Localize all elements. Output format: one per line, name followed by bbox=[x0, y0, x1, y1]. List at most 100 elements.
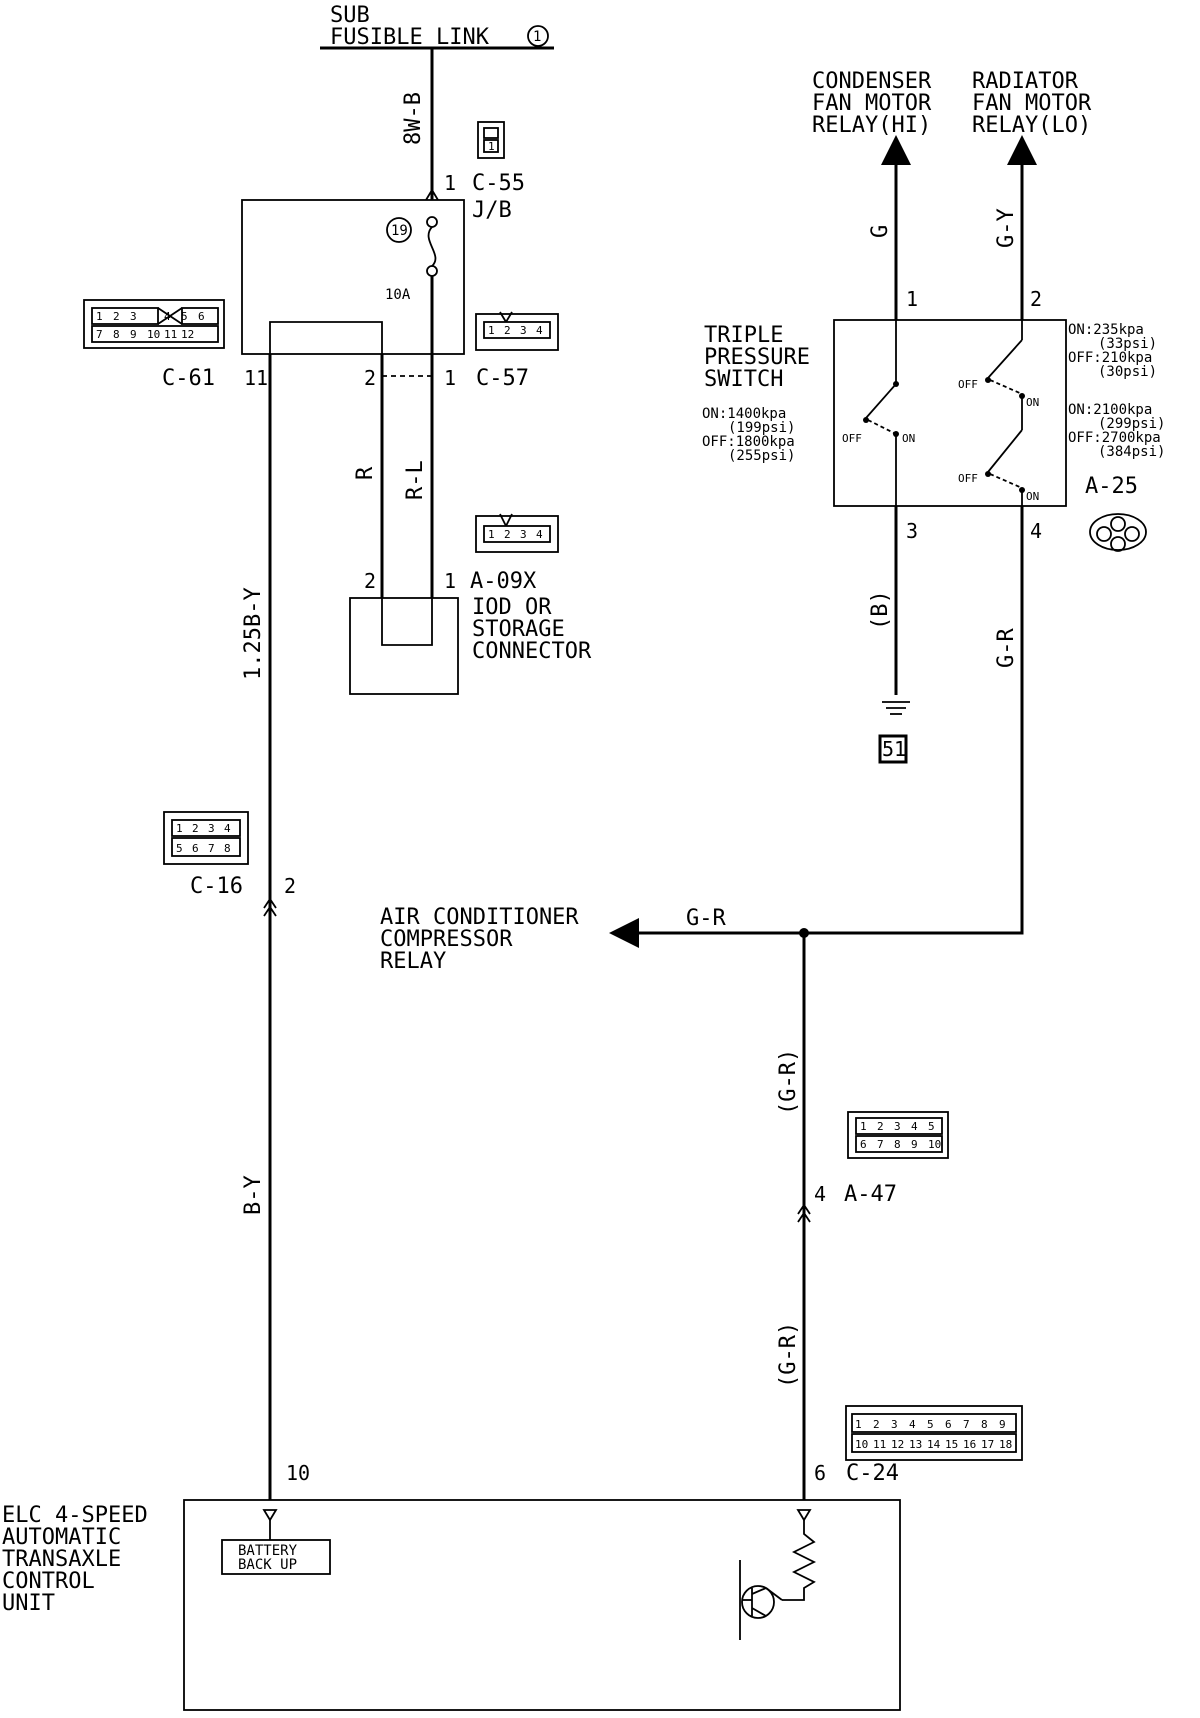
connector-icon-c16 bbox=[163, 811, 249, 865]
a47-label: A-47 bbox=[844, 1182, 897, 1207]
connector-cell-a47: 4 bbox=[911, 1120, 918, 1133]
high-pressure-contacts: OFF ON OFF ON bbox=[958, 320, 1039, 506]
connector-cell-c24: 11 bbox=[873, 1438, 886, 1451]
junction-block bbox=[241, 199, 465, 355]
c16-pin: 2 bbox=[284, 874, 296, 898]
connector-cell-a47: 9 bbox=[911, 1138, 918, 1151]
connector-cell-c24: 18 bbox=[999, 1438, 1012, 1451]
wire-label-r-l: R-L bbox=[403, 460, 428, 500]
c57-pin-b: 1 bbox=[444, 366, 456, 390]
a47-pin: 4 bbox=[814, 1182, 826, 1206]
connector-cell-a47: 1 bbox=[860, 1120, 867, 1133]
connector-cell-c24: 16 bbox=[963, 1438, 976, 1451]
c55-label: C-55 bbox=[472, 171, 525, 196]
low-pressure-spec: ON:1400kpa (199psi) OFF:1800kpa (255psi) bbox=[702, 406, 795, 464]
transaxle-control-unit bbox=[183, 1499, 901, 1711]
iod-jumper bbox=[381, 598, 433, 646]
wire-label-ac-relay: G-R bbox=[686, 906, 726, 931]
svg-text:PRESSURE: PRESSURE bbox=[704, 345, 810, 370]
svg-text:(299psi): (299psi) bbox=[1098, 416, 1165, 432]
connector-cell-c61: 11 bbox=[164, 328, 177, 341]
connector-cell-c24: 7 bbox=[963, 1418, 970, 1431]
c61-pin: 11 bbox=[244, 366, 268, 390]
connector-cell-c24: 4 bbox=[909, 1418, 916, 1431]
wire-label-1-25b-y: 1.25B-Y bbox=[241, 587, 266, 680]
sub-fusible-link-line1: SUB bbox=[330, 3, 370, 28]
fusible-link-number-circle bbox=[527, 25, 549, 47]
high-pressure-spec-2: ON:2100kpa (299psi) OFF:2700kpa (384psi) bbox=[1068, 402, 1165, 460]
wire-label-r: R bbox=[353, 466, 378, 480]
connector-cell-c24: 15 bbox=[945, 1438, 958, 1451]
connector-cell-c24: 9 bbox=[999, 1418, 1006, 1431]
a47-pin-mark bbox=[797, 1203, 811, 1223]
connector-icon-c55: 1 bbox=[477, 121, 505, 159]
svg-text:OFF: OFF bbox=[958, 472, 978, 485]
c16-pin-mark bbox=[263, 897, 277, 917]
connector-cell-c16: 8 bbox=[224, 842, 231, 855]
connector-cell-c61: 1 bbox=[96, 310, 103, 323]
connector-cell-c61: 12 bbox=[181, 328, 194, 341]
connector-cell-c24: 14 bbox=[927, 1438, 941, 1451]
connector-cell-a47: 7 bbox=[877, 1138, 884, 1151]
svg-text:AUTOMATIC: AUTOMATIC bbox=[2, 1525, 121, 1550]
connector-cell-c61: 6 bbox=[198, 310, 205, 323]
wire-switch-g-r bbox=[804, 506, 1024, 935]
fuse-number: 19 bbox=[391, 223, 408, 239]
ecu-transistor bbox=[741, 1585, 775, 1619]
c55-pin-mark bbox=[425, 188, 439, 201]
svg-text:(33psi): (33psi) bbox=[1098, 336, 1157, 352]
a25-pin-1: 1 bbox=[906, 287, 918, 311]
connector-cell-c16: 6 bbox=[192, 842, 199, 855]
ecu-pin-6-mark bbox=[796, 1509, 812, 1522]
c24-pin-a: 10 bbox=[286, 1461, 310, 1485]
fusible-link-number: 1 bbox=[533, 29, 541, 45]
iod-line1: IOD OR bbox=[472, 595, 552, 620]
c55-pin: 1 bbox=[444, 171, 456, 195]
connector-icon-a25 bbox=[1089, 513, 1147, 552]
wire-label-ecu-in-1: (G-R) bbox=[776, 1049, 801, 1115]
svg-text:OFF:2700kpa: OFF:2700kpa bbox=[1068, 430, 1161, 446]
jb-internal-jumper bbox=[269, 321, 383, 354]
connector-cell-a09x: 4 bbox=[536, 528, 543, 541]
svg-text:CONDENSER: CONDENSER bbox=[812, 69, 932, 94]
fuse-19: 19 10A bbox=[385, 216, 438, 354]
svg-text:FAN MOTOR: FAN MOTOR bbox=[972, 91, 1092, 116]
a25-label: A-25 bbox=[1085, 474, 1138, 499]
high-pressure-spec-1: ON:235kpa (33psi) OFF:210kpa (30psi) bbox=[1068, 322, 1157, 380]
connector-cell-c24: 13 bbox=[909, 1438, 922, 1451]
connector-icon-a47 bbox=[847, 1111, 949, 1159]
svg-text:ON:2100kpa: ON:2100kpa bbox=[1068, 402, 1152, 418]
svg-text:SWITCH: SWITCH bbox=[704, 367, 783, 392]
c61-label: C-61 bbox=[162, 366, 215, 391]
connector-cell-a47: 6 bbox=[860, 1138, 867, 1151]
connector-cell-c16: 2 bbox=[192, 822, 199, 835]
sub-fusible-link: SUB FUSIBLE LINK 1 bbox=[320, 3, 554, 50]
fuse-number-circle bbox=[386, 217, 412, 243]
svg-text:RELAY(HI): RELAY(HI) bbox=[812, 113, 931, 138]
connector-cell-a47: 10 bbox=[928, 1138, 941, 1151]
connector-cell-c57: 1 bbox=[488, 324, 495, 337]
svg-text:(30psi): (30psi) bbox=[1098, 364, 1157, 380]
ground-point-box bbox=[878, 734, 908, 764]
connector-cell-a47: 2 bbox=[877, 1120, 884, 1133]
connector-cell-c57: 4 bbox=[536, 324, 543, 337]
svg-text:ON: ON bbox=[1026, 396, 1039, 409]
ac-compressor-relay-label: AIR CONDITIONER COMPRESSOR RELAY bbox=[380, 905, 579, 974]
connector-cell-c16: 7 bbox=[208, 842, 215, 855]
svg-text:TRANSAXLE: TRANSAXLE bbox=[2, 1547, 121, 1572]
svg-text:1: 1 bbox=[488, 140, 495, 153]
iod-line2: STORAGE bbox=[472, 617, 565, 642]
connector-cell-a09x: 2 bbox=[504, 528, 511, 541]
c16-label: C-16 bbox=[190, 874, 243, 899]
connector-cell-c57: 2 bbox=[504, 324, 511, 337]
connector-cell-c24: 1 bbox=[855, 1418, 862, 1431]
connector-cell-a47: 3 bbox=[894, 1120, 901, 1133]
connector-cell-c61: 10 bbox=[147, 328, 160, 341]
a09x-label: A-09X bbox=[470, 569, 537, 594]
svg-text:RELAY(LO): RELAY(LO) bbox=[972, 113, 1091, 138]
wire-label-g-y: G-Y bbox=[994, 208, 1019, 248]
svg-text:(384psi): (384psi) bbox=[1098, 444, 1165, 460]
svg-text:ON:235kpa: ON:235kpa bbox=[1068, 322, 1144, 338]
connector-cell-a09x: 3 bbox=[520, 528, 527, 541]
